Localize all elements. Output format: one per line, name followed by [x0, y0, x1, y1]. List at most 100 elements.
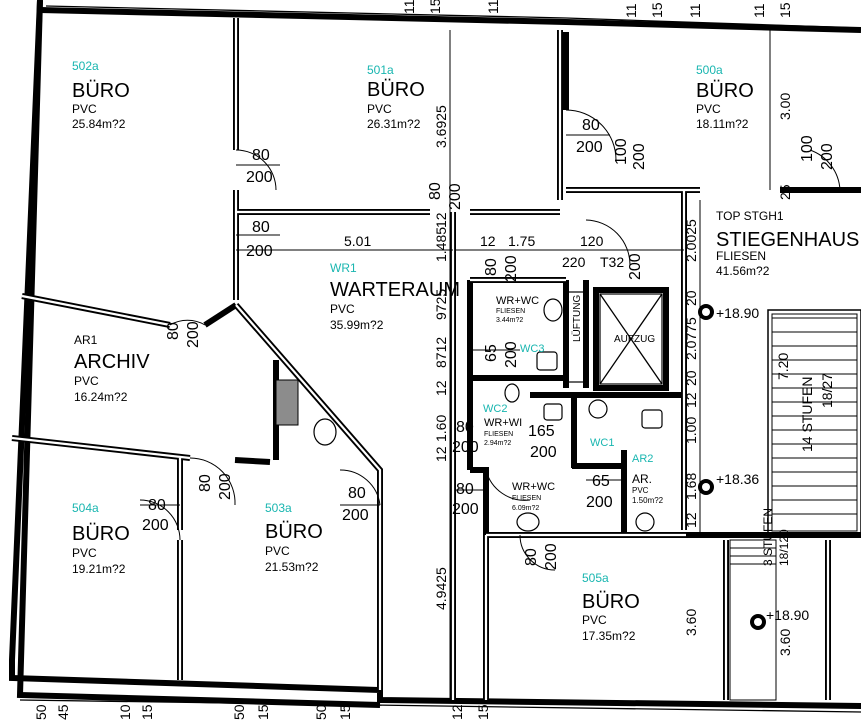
door-swings [139, 109, 841, 571]
room-ar1: AR1 ARCHIV PVC 16.24m?2 [74, 333, 150, 404]
edge-number: 11 [623, 3, 639, 18]
edge-number: 11 [751, 3, 767, 18]
door-height: 200 [586, 494, 613, 511]
dim-label: 20 [683, 290, 699, 306]
ventilation-label: LÜFTUNG [571, 295, 583, 342]
dim-label: 1.00 [683, 417, 699, 444]
sink-icon [313, 418, 337, 446]
room-tag: 500a [696, 63, 723, 77]
elevation-label: +18.90 [716, 305, 759, 321]
room-name: WR+WC [496, 295, 539, 307]
room-name: WR+WC [512, 481, 555, 493]
dimension-lines [140, 30, 771, 700]
door-width: 80 [165, 322, 182, 340]
sink-icon [504, 383, 520, 403]
edge-number: 15 [427, 0, 443, 14]
room-503a: 503a BÜRO PVC 21.53m?2 [265, 501, 323, 574]
door-width: 80 [456, 419, 474, 436]
edge-number: 50 [231, 704, 247, 720]
dim-label: T32 [600, 254, 624, 270]
room-tag: 502a [72, 59, 99, 73]
door-height: 200 [342, 507, 369, 524]
dim-label: 3.60 [683, 609, 699, 636]
door-width: 80 [148, 497, 166, 514]
door-height: 200 [447, 183, 464, 210]
dim-label: 12 [433, 380, 449, 396]
room-name: WARTERAUM [330, 279, 460, 301]
door-width: 100 [799, 135, 816, 162]
dim-label: 1.60 [433, 415, 449, 442]
dim-label: 12 [683, 512, 699, 528]
dim-label: 3.60 [777, 629, 793, 656]
edge-number: 15 [337, 704, 353, 720]
fixtures [313, 298, 663, 532]
room-area: 17.35m?2 [582, 629, 636, 643]
room-tag: AR2 [632, 453, 653, 465]
room-502a: 502a BÜRO PVC 25.84m?2 [72, 59, 130, 131]
dim-label: 12 [433, 212, 449, 228]
room-name: BÜRO [265, 521, 323, 543]
door-height: 200 [217, 473, 234, 500]
stair3-count-label: 3 STUFEN [761, 508, 775, 566]
door-height: 200 [530, 444, 557, 461]
room-area: 25.84m?2 [72, 117, 126, 131]
room-tag: TOP STGH1 [716, 209, 784, 223]
door-height: 200 [543, 543, 560, 570]
stair-count-label: 14 STUFEN [799, 377, 815, 452]
door-width: 65 [592, 473, 610, 490]
sink-icon [635, 512, 655, 532]
dim-label: 5.01 [344, 233, 371, 249]
door-height: 200 [452, 501, 479, 518]
dim-label: 220 [562, 254, 586, 270]
door-width: 80 [348, 485, 366, 502]
room-tag: WC2 [483, 403, 507, 415]
room-floor: PVC [582, 613, 607, 627]
edge-number: 50 [313, 704, 329, 720]
dim-label: 2.0775 [683, 317, 699, 360]
door-width: 80 [456, 481, 474, 498]
room-name: STIEGENHAUS [716, 229, 859, 251]
door-width: 80 [582, 117, 600, 134]
room-tag: 503a [265, 501, 292, 515]
top-edge-numbers: 11 15 11 11 15 11 11 15 [401, 0, 793, 18]
edge-number: 11 [401, 0, 417, 14]
door-width: 165 [528, 423, 555, 440]
dim-label: 2.0025 [683, 219, 699, 262]
dimension-texts: 5.01 3.6925 3.00 2.0025 7.20 1.75 12 120… [344, 93, 793, 656]
door-height: 200 [142, 517, 169, 534]
dim-label: 20 [683, 370, 699, 386]
room-stiegenhaus: TOP STGH1 STIEGENHAUS FLIESEN 41.56m?2 [716, 209, 859, 278]
room-504a: 504a BÜRO PVC 19.21m?2 [72, 501, 130, 576]
wall-highlights [11, 18, 830, 700]
door-height: 200 [631, 143, 648, 170]
dim-label: 1.75 [508, 233, 535, 249]
sink-icon [516, 512, 540, 532]
door-width: 80 [197, 474, 214, 492]
door-height: 200 [576, 139, 603, 156]
elevation-markers [698, 304, 766, 630]
room-name: WR+WI [484, 417, 522, 429]
elevator-shaft [599, 293, 663, 385]
dim-label: 8712 [433, 337, 449, 368]
door-height: 200 [246, 169, 273, 186]
room-area: 35.99m?2 [330, 318, 384, 332]
edge-number: 15 [139, 704, 155, 720]
room-tag: WR1 [330, 261, 357, 275]
toilet-icon [641, 409, 663, 429]
room-floor: PVC [72, 546, 97, 560]
door-width: 100 [613, 138, 630, 165]
door-width: 80 [427, 182, 444, 200]
ar-2: AR2 AR. PVC 1.50m?2 [632, 453, 664, 505]
dim-label: 25 [777, 184, 793, 200]
edge-number: 11 [485, 0, 501, 14]
door-height: 200 [627, 253, 644, 280]
room-501a: 501a BÜRO PVC 26.31m?2 [367, 63, 425, 131]
door-width: 65 [483, 344, 500, 362]
edge-number: 15 [255, 704, 271, 720]
room-area: 16.24m?2 [74, 390, 128, 404]
room-floor: FLIESEN [484, 431, 513, 438]
outer-walls [9, 0, 861, 713]
dim-label: 7.20 [775, 353, 791, 380]
room-tag: WC3 [520, 343, 544, 355]
door-width: 80 [252, 147, 270, 164]
